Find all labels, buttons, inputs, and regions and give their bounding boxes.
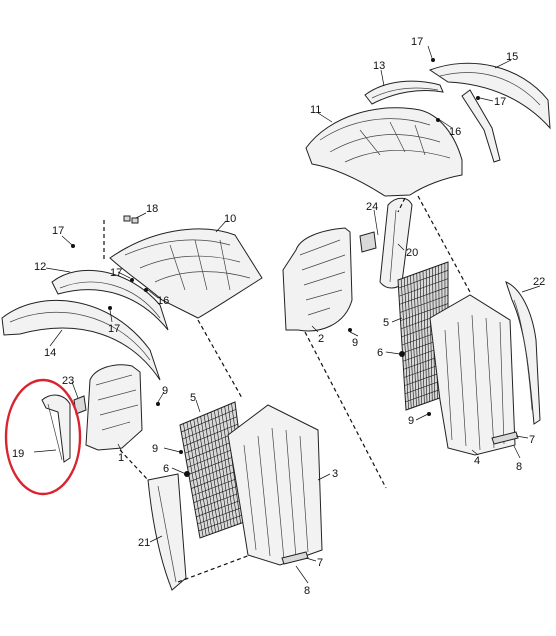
callout-9: 9 [408, 415, 414, 427]
callout-1: 1 [118, 452, 124, 464]
fasteners [71, 58, 480, 477]
callout-8: 8 [304, 585, 310, 597]
callout-17: 17 [108, 323, 120, 335]
callout-9: 9 [162, 385, 168, 397]
part-18-clips [123, 215, 139, 224]
part-20-vertical-trim [379, 197, 413, 289]
callout-labels: 15 17 13 17 11 16 24 20 18 10 17 12 17 1… [12, 36, 545, 597]
callout-24: 24 [366, 201, 378, 213]
callout-4: 4 [474, 455, 480, 467]
callout-17: 17 [411, 36, 423, 48]
part-12-fender-bracket [51, 269, 169, 331]
part-15-fender-flare [428, 62, 551, 163]
part-19-trim-piece [41, 394, 71, 463]
highlight-circle [4, 378, 82, 496]
part-24-mount-bracket [359, 231, 377, 253]
callout-14: 14 [44, 347, 56, 359]
callout-7: 7 [317, 557, 323, 569]
part-4-mud-flap-right [429, 294, 519, 456]
callout-15: 15 [506, 51, 518, 63]
part-2-wheel-housing [282, 227, 353, 332]
callout-17: 17 [110, 267, 122, 279]
part-13-upper-bracket [364, 80, 444, 105]
callout-9: 9 [152, 443, 158, 455]
part-10-inner-liner [109, 228, 263, 319]
callout-leaders [33, 45, 541, 584]
callout-19: 19 [12, 448, 24, 460]
part-22-side-trim [505, 281, 541, 425]
callout-17: 17 [52, 225, 64, 237]
callout-7: 7 [529, 434, 535, 446]
callout-2: 2 [318, 333, 324, 345]
callout-23: 23 [62, 375, 74, 387]
part-1-wheel-housing [73, 364, 143, 451]
part-3-mud-flap-left [227, 404, 323, 566]
callout-10: 10 [224, 213, 236, 225]
part-11-inner-fender-liner [305, 107, 463, 197]
callout-3: 3 [332, 468, 338, 480]
callout-17: 17 [494, 96, 506, 108]
callout-20: 20 [406, 247, 418, 259]
part-21-lower-trim [147, 473, 187, 591]
callout-12: 12 [34, 261, 46, 273]
callout-5: 5 [190, 392, 196, 404]
callout-22: 22 [533, 276, 545, 288]
callout-6: 6 [163, 463, 169, 475]
callout-5: 5 [383, 317, 389, 329]
part-14-fender-flare [1, 300, 161, 381]
alignment-lines [103, 195, 471, 583]
callout-6: 6 [377, 347, 383, 359]
callout-18: 18 [146, 203, 158, 215]
callout-9: 9 [352, 337, 358, 349]
callout-16: 16 [449, 126, 461, 138]
callout-8: 8 [516, 461, 522, 473]
callout-13: 13 [373, 60, 385, 72]
callout-11: 11 [310, 104, 321, 116]
callout-21: 21 [138, 537, 150, 549]
callout-16: 16 [157, 295, 169, 307]
